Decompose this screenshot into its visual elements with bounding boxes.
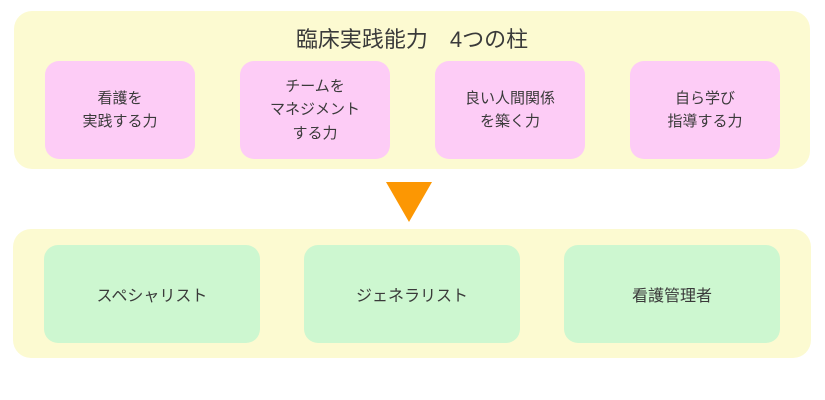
pillar-box-team-management: チームを マネジメント する力 — [240, 61, 390, 159]
pillars-panel: 臨床実践能力 4つの柱 看護を 実践する力 チームを マネジメント する力 良い… — [14, 11, 810, 169]
diagram-title: 臨床実践能力 4つの柱 — [295, 27, 529, 52]
role-box-specialist: スペシャリスト — [44, 244, 260, 343]
role-box-nurse-manager: 看護管理者 — [564, 244, 780, 343]
roles-panel: スペシャリスト ジェネラリスト 看護管理者 — [13, 229, 811, 358]
pillar-box-nursing-practice: 看護を 実践する力 — [45, 61, 195, 159]
pillar-row: 看護を 実践する力 チームを マネジメント する力 良い人間関係 を築く力 自ら… — [45, 61, 780, 159]
down-arrow-icon — [386, 182, 432, 222]
role-box-generalist: ジェネラリスト — [304, 244, 520, 343]
pillar-box-self-learning: 自ら学び 指導する力 — [630, 61, 780, 159]
pillar-box-relationships: 良い人間関係 を築く力 — [435, 61, 585, 159]
